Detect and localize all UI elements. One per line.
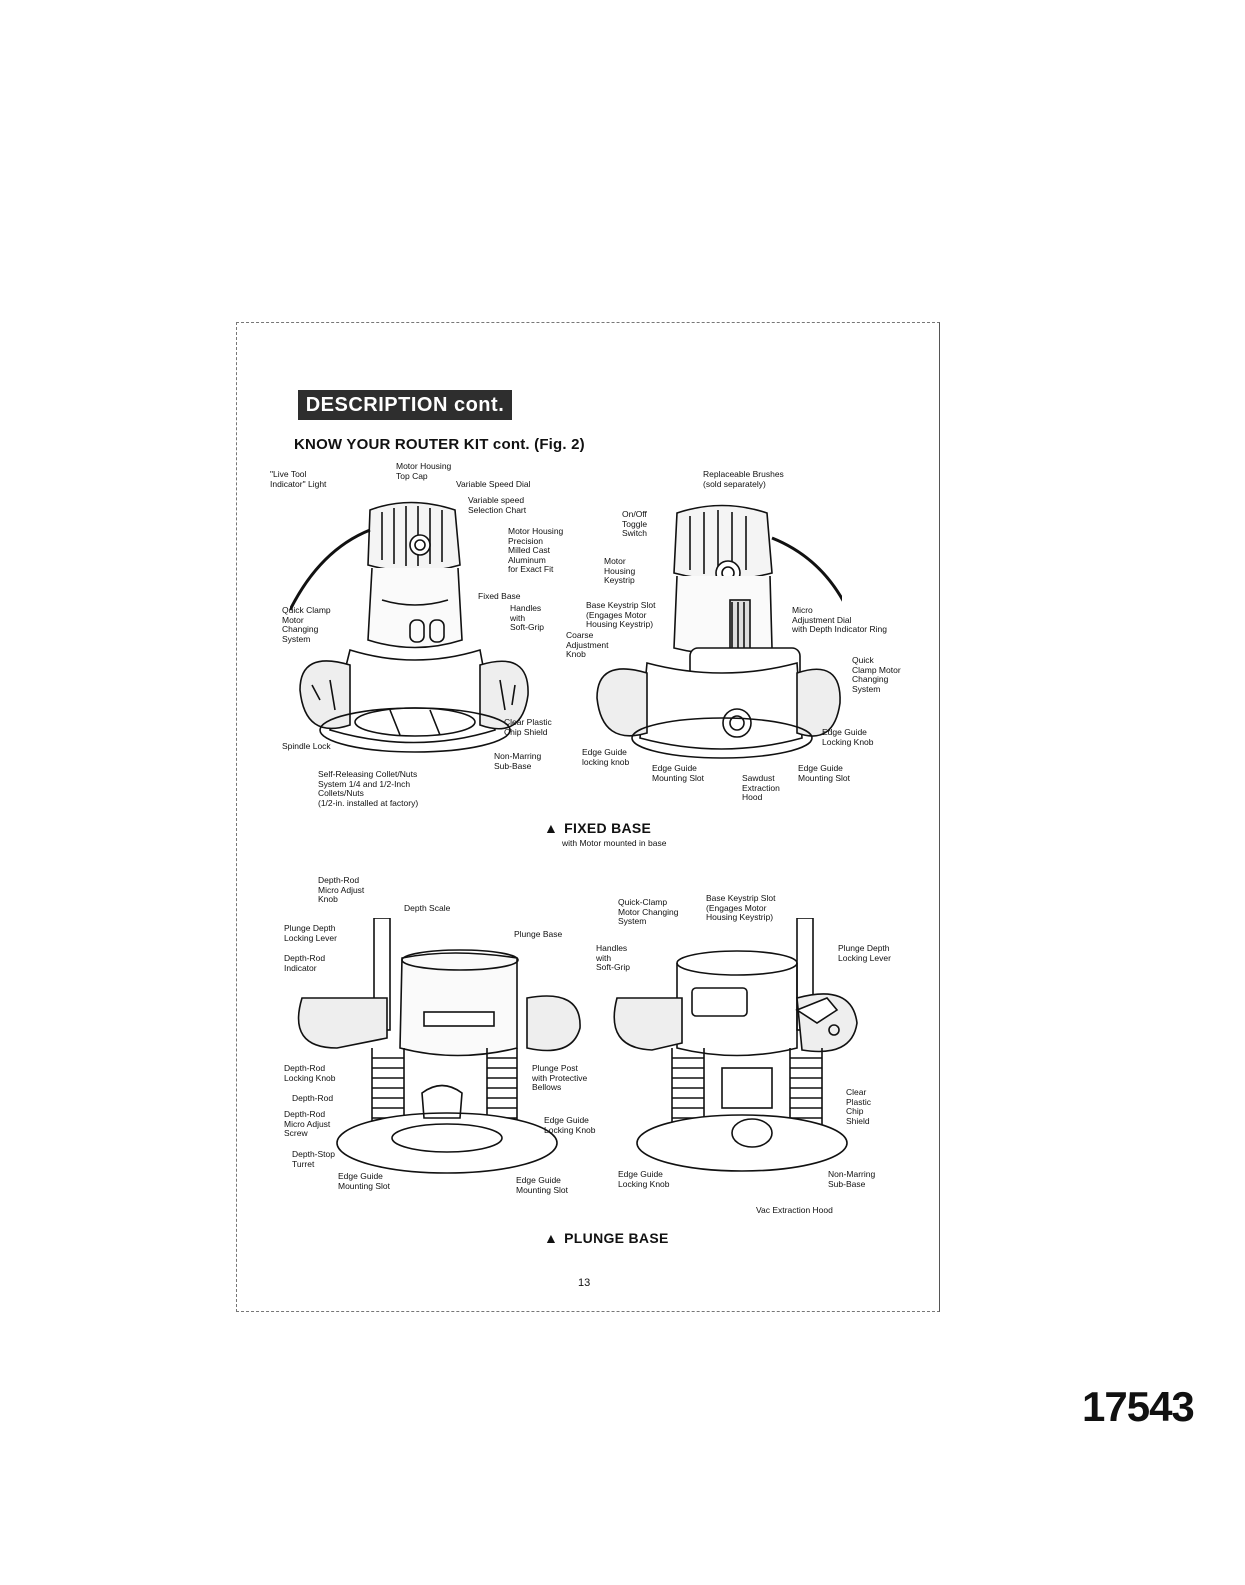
label-edge-guide-mounting-slot-plunge-left: Edge Guide Mounting Slot [338,1171,390,1191]
page-subtitle: KNOW YOUR ROUTER KIT cont. (Fig. 2) [294,436,585,453]
label-plunge-depth-locking-lever: Plunge Depth Locking Lever [284,923,337,943]
fixed-base-caption: ▲ FIXED BASE [544,820,651,836]
label-handles-soft-grip-plunge: Handles with Soft-Grip [596,943,631,972]
label-edge-guide-mounting-slot-left: Edge Guide Mounting Slot [652,763,704,783]
label-non-marring-sub-base-plunge: Non-Marring Sub-Base [828,1169,876,1189]
label-clear-plastic-chip-shield: Clear Plastic Chip Shield [846,1087,872,1126]
label-clear-chip-shield: Clear Plastic Chip Shield [504,717,552,737]
label-replaceable-brushes: Replaceable Brushes (sold separately) [703,469,784,489]
label-handles-soft-grip: Handles with Soft-Grip [510,603,545,632]
label-base-keystrip-slot-plunge: Base Keystrip Slot (Engages Motor Housin… [706,893,776,922]
label-live-tool-light: "Live Tool Indicator" Light [270,469,327,489]
label-edge-guide-locking-knob-plunge: Edge Guide Locking Knob [544,1115,596,1135]
label-motor-top-cap: Motor Housing Top Cap [396,461,452,481]
document-id: 17543 [1082,1383,1195,1430]
label-plunge-depth-locking-lever-right: Plunge Depth Locking Lever [838,943,891,963]
section-banner: DESCRIPTION cont. [298,390,512,420]
plunge-base-illustration-rear [612,918,862,1188]
label-micro-adjustment-dial: Micro Adjustment Dial with Depth Indicat… [792,605,887,634]
label-edge-guide-locking-knob-right: Edge Guide Locking Knob [822,727,874,747]
label-plunge-post-bellows: Plunge Post with Protective Bellows [532,1063,588,1092]
label-base-keystrip-slot: Base Keystrip Slot (Engages Motor Housin… [586,600,656,629]
plunge-base-caption: ▲ PLUNGE BASE [544,1230,669,1246]
label-non-marring-sub-base: Non-Marring Sub-Base [494,751,542,771]
page-number: 13 [578,1277,591,1289]
label-on-off-toggle: On/Off Toggle Switch [622,509,648,538]
label-spindle-lock: Spindle Lock [282,741,331,751]
label-sawdust-extraction-hood: Sawdust Extraction Hood [742,773,780,802]
warning-triangle-icon: ▲ [544,1230,559,1246]
label-plunge-base: Plunge Base [514,929,563,939]
fixed-base-motor-illustration [592,498,842,763]
label-variable-speed-dial: Variable Speed Dial [456,479,531,489]
label-edge-guide-locking-knob-left: Edge Guide locking knob [582,747,630,767]
label-collet-system: Self-Releasing Collet/Nuts System 1/4 an… [318,769,419,808]
label-coarse-adjustment-knob: Coarse Adjustment Knob [566,630,609,659]
label-quick-clamp-system: Quick Clamp Motor Changing System [282,605,331,644]
label-depth-stop-turret: Depth-Stop Turret [292,1149,335,1169]
label-quick-clamp-motor-system: Quick Clamp Motor Changing System [852,655,901,694]
label-depth-scale: Depth Scale [404,903,451,913]
label-depth-rod: Depth-Rod [292,1093,334,1103]
plunge-base-caption-text: PLUNGE BASE [564,1230,669,1246]
plunge-base-illustration-front [292,918,592,1188]
label-motor-housing-precision: Motor Housing Precision Milled Cast Alum… [508,526,564,574]
label-motor-housing-keystrip: Motor Housing Keystrip [604,556,636,585]
fixed-base-caption-text: FIXED BASE [564,820,652,836]
label-vac-extraction-hood: Vac Extraction Hood [756,1205,833,1215]
label-edge-guide-mounting-slot-plunge-right: Edge Guide Mounting Slot [516,1175,568,1195]
warning-triangle-icon: ▲ [544,820,559,836]
label-depth-rod-indicator: Depth-Rod Indicator [284,953,326,973]
fixed-base-sub-caption: with Motor mounted in base [562,838,667,848]
fixed-base-router-illustration [290,490,530,760]
label-depth-rod-locking-knob: Depth-Rod Locking Knob [284,1063,336,1083]
page-frame [236,322,940,1312]
label-edge-guide-locking-knob-plunge-right: Edge Guide Locking Knob [618,1169,670,1189]
label-depth-rod-micro-adjust-knob: Depth-Rod Micro Adjust Knob [318,875,365,904]
label-edge-guide-mounting-slot-right: Edge Guide Mounting Slot [798,763,850,783]
label-fixed-base: Fixed Base [478,591,521,601]
label-quick-clamp-plunge: Quick-Clamp Motor Changing System [618,897,679,926]
label-depth-rod-micro-adjust-screw: Depth-Rod Micro Adjust Screw [284,1109,331,1138]
label-speed-selection-chart: Variable speed Selection Chart [468,495,527,515]
